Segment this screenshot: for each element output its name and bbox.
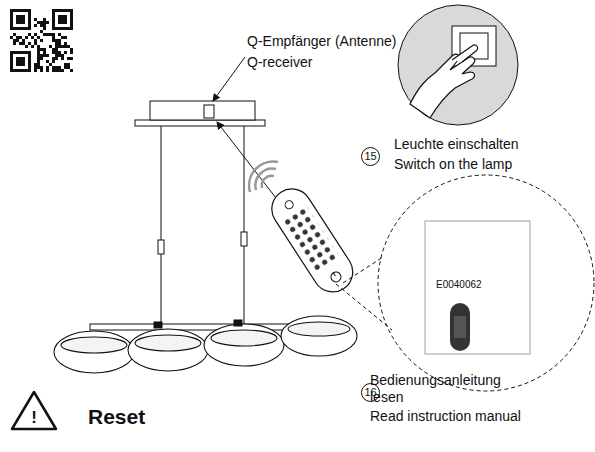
- warning-triangle: [12, 392, 56, 429]
- pendant-lamp: [54, 101, 357, 373]
- qr-code: [10, 9, 73, 72]
- remote-control: [264, 181, 360, 299]
- switch-illustration: [398, 5, 518, 125]
- manual-remote: [450, 303, 470, 351]
- signal-arrow: [217, 122, 276, 198]
- warning-mark: !: [31, 409, 37, 427]
- article-number: E0040062: [436, 279, 482, 291]
- step-text: Switch on the lamp: [394, 156, 512, 173]
- part-name: Q-Empfänger (Antenne): [247, 33, 396, 50]
- callout-number: 15: [361, 147, 380, 166]
- leader-line: [213, 57, 245, 101]
- step-text: Read instruction manual: [370, 408, 521, 425]
- step-text: Leuchte einschalten: [394, 136, 519, 153]
- radio-waves: [249, 161, 278, 192]
- step-text: Bedienungsanleitung lesen: [370, 372, 520, 406]
- zoom-callout: [336, 175, 594, 391]
- part-name: Q-receiver: [247, 54, 312, 71]
- section-heading: Reset: [88, 405, 145, 429]
- manual-page: [425, 221, 530, 354]
